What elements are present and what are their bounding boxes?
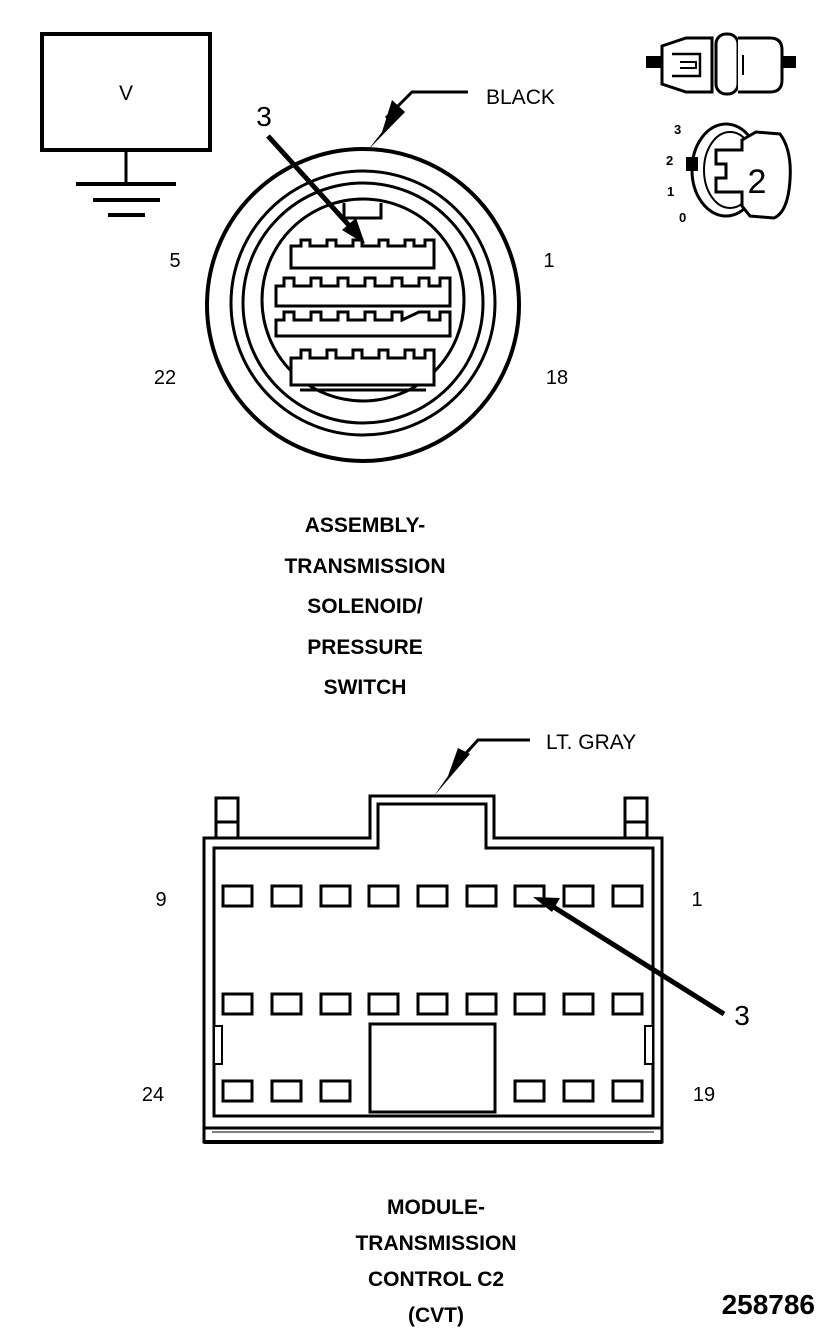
connector2-caption-line-1: MODULE- xyxy=(387,1196,485,1219)
connector2-cavity-top-8 xyxy=(562,884,595,908)
plug-male-latch xyxy=(672,52,702,78)
connector2-side-tab-right xyxy=(644,1025,654,1065)
connector1-pin-row-4 xyxy=(289,348,436,387)
connector2-cavity-top-1 xyxy=(221,884,254,908)
connector2-caption-line-3: CONTROL C2 xyxy=(368,1268,504,1291)
connector2-cavity-top-2 xyxy=(270,884,303,908)
connector2-cavity-bottom-4 xyxy=(513,1079,546,1103)
connector2-housing-outer xyxy=(202,794,664,1144)
ignition-position-2: 2 xyxy=(666,153,673,168)
connector1-ring-2 xyxy=(229,169,497,437)
plug-wire-left xyxy=(646,56,662,68)
connector2-pin-row-middle xyxy=(221,992,644,1016)
connector2-pin-1: 1 xyxy=(691,889,702,911)
connector2-cavity-top-3 xyxy=(319,884,352,908)
connector2-pin-row-bottom xyxy=(221,1079,644,1103)
connector2-leader: LT. GRAY xyxy=(434,731,636,796)
plug-female-body xyxy=(738,36,784,94)
connector2-cavity-bottom-5 xyxy=(562,1079,595,1103)
connector1-caption-line-5: SWITCH xyxy=(324,676,407,699)
connector1-caption-line-4: PRESSURE xyxy=(307,636,423,659)
connector2-color-label: LT. GRAY xyxy=(546,731,636,754)
connector1-callout-number: 3 xyxy=(256,101,272,132)
connector2-pin-9: 9 xyxy=(155,889,166,911)
connector1-ring-3 xyxy=(241,181,485,425)
connector1-callout-line xyxy=(266,134,357,234)
voltmeter-label: V xyxy=(119,82,133,105)
ignition-key xyxy=(714,130,792,220)
connector2-cavity-middle-6 xyxy=(465,992,498,1016)
connector2-callout-number: 3 xyxy=(734,1000,750,1031)
connector1-color-label: BLACK xyxy=(486,86,555,109)
connector2-cavity-bottom-2 xyxy=(270,1079,303,1103)
connector2-cavity-middle-3 xyxy=(319,992,352,1016)
connector1-pin-22: 22 xyxy=(154,367,176,389)
connector1-caption-line-2: TRANSMISSION xyxy=(284,555,445,578)
connector2-cavity-bottom-1 xyxy=(221,1079,254,1103)
gray-leader-line xyxy=(456,738,530,764)
ignition-position-1: 1 xyxy=(667,184,674,199)
connector2-caption-line-4: (CVT) xyxy=(408,1304,464,1327)
connector2-cavity-middle-1 xyxy=(221,992,254,1016)
connector1-leader: BLACK xyxy=(368,86,555,150)
connector2-callout-arrow xyxy=(533,897,560,912)
connector2-cavity-middle-7 xyxy=(513,992,546,1016)
connector2-pin-24: 24 xyxy=(142,1084,164,1106)
connector2-cavity-top-6 xyxy=(465,884,498,908)
voltmeter-symbol: V xyxy=(40,32,212,217)
connector1-caption: ASSEMBLY- TRANSMISSION SOLENOID/ PRESSUR… xyxy=(284,514,445,699)
ignition-position-0: 0 xyxy=(679,210,686,225)
connector2-cavity-bottom-6 xyxy=(611,1079,644,1103)
gray-leader-arrow xyxy=(434,748,470,796)
connector2-callout-line xyxy=(550,903,726,1017)
connector2-caption-line-2: TRANSMISSION xyxy=(355,1232,516,1255)
ignition-position-marker xyxy=(686,157,698,171)
connector2-cavity-bottom-3 xyxy=(319,1079,352,1103)
connector1-callout-arrow xyxy=(342,218,365,244)
connector2-cavity-top-5 xyxy=(416,884,449,908)
connector2-face: 9 1 24 19 3 xyxy=(142,794,750,1144)
connector2-latch-left xyxy=(214,796,240,840)
connector-plug-icon xyxy=(646,32,796,96)
connector1-caption-line-3: SOLENOID/ xyxy=(307,595,423,618)
connector2-cavity-middle-8 xyxy=(562,992,595,1016)
connector2-cavity-middle-9 xyxy=(611,992,644,1016)
connector1-key-notch xyxy=(342,203,383,220)
connector1-face: 5 1 22 18 3 xyxy=(154,101,568,463)
connector1-pin-1: 1 xyxy=(543,250,554,272)
connector2-pin-19: 19 xyxy=(693,1084,715,1106)
plug-female-ring xyxy=(714,32,740,96)
connector2-center-block xyxy=(368,1022,497,1114)
connector2-cavity-middle-5 xyxy=(416,992,449,1016)
connector1-caption-line-1: ASSEMBLY- xyxy=(305,514,426,537)
connector1-pin-row-3 xyxy=(274,310,452,338)
connector2-cavity-top-7 xyxy=(513,884,546,908)
black-leader-arrow xyxy=(368,100,405,150)
connector2-latch-right xyxy=(623,796,649,840)
connector1-pin-row-1 xyxy=(289,238,436,270)
connector2-caption: MODULE- TRANSMISSION CONTROL C2 (CVT) xyxy=(355,1196,516,1327)
connector2-cavity-middle-4 xyxy=(367,992,400,1016)
plug-male-pin xyxy=(680,61,697,69)
connector2-side-tab-left xyxy=(213,1025,223,1065)
connector2-cavity-top-9 xyxy=(611,884,644,908)
ignition-switch-icon: 3 2 1 0 2 xyxy=(666,122,792,225)
plug-male-body xyxy=(660,36,714,94)
ignition-position-3: 3 xyxy=(674,122,681,137)
connector2-cavity-top-4 xyxy=(367,884,400,908)
plug-wire-right xyxy=(782,56,796,68)
connector1-pin-5: 5 xyxy=(169,250,180,272)
figure-number: 258786 xyxy=(722,1289,815,1320)
ignition-key-label: 2 xyxy=(748,163,767,201)
connector2-pin-row-top xyxy=(221,884,644,908)
connector1-pin-row-2 xyxy=(274,276,452,308)
connector2-cavity-middle-2 xyxy=(270,992,303,1016)
connector1-pin-18: 18 xyxy=(546,367,568,389)
